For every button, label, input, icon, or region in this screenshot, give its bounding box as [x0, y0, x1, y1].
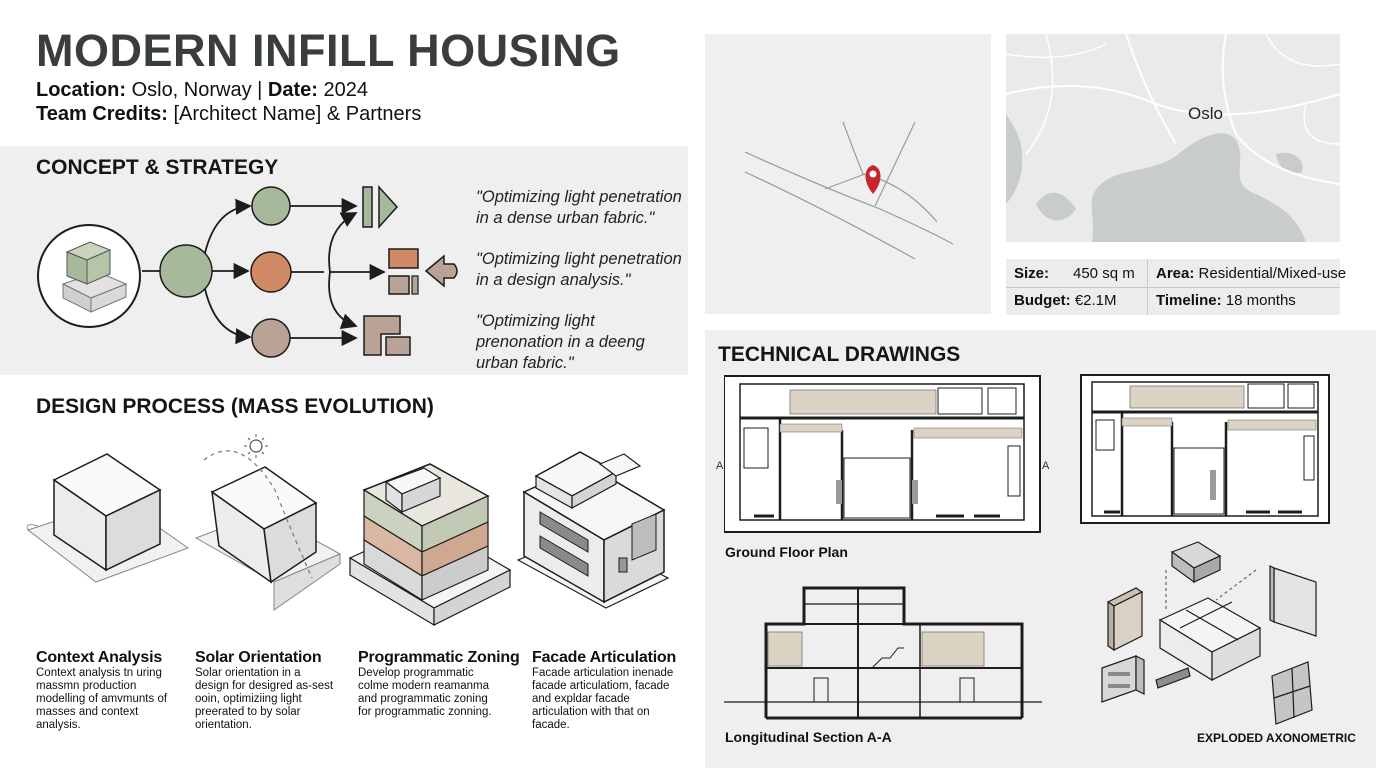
step-text-facade: Facade articulation inenade facade artic…: [532, 667, 674, 731]
date-value: 2024: [323, 79, 368, 101]
timeline-value: 18 months: [1225, 292, 1296, 309]
timeline-stat: Timeline: 18 months: [1156, 293, 1296, 308]
step-title-solar: Solar Orientation: [195, 649, 322, 666]
process-heading: DESIGN PROCESS (MASS EVOLUTION): [36, 395, 434, 418]
timeline-label: Timeline:: [1156, 292, 1222, 309]
city-map: [1006, 34, 1340, 242]
section-marker-left: A: [716, 460, 724, 472]
longitudinal-section-drawing: [724, 586, 1042, 720]
shapes-output-icon: [363, 315, 411, 356]
locator-map: [705, 34, 991, 314]
budget-stat: Budget: €2.1M: [1014, 293, 1117, 308]
step-text-solar: Solar orientation in a design for desigr…: [195, 667, 334, 731]
page-title: MODERN INFILL HOUSING: [36, 25, 621, 76]
step-title-context: Context Analysis: [36, 649, 163, 666]
step-text-context: Context analysis tn uring massmn product…: [36, 667, 168, 731]
concept-diagram: [37, 185, 458, 358]
concept-quote-1: "Optimizing light penetration in a dense…: [476, 188, 682, 227]
blocks-output-icon: [388, 248, 458, 295]
stats-divider: [1147, 259, 1148, 315]
section-marker-right: A: [1042, 460, 1050, 472]
flow-arrow: [328, 271, 358, 329]
green-node-icon: [251, 186, 291, 226]
concept-quote-3: "Optimizing light prenonation in a deeng…: [476, 312, 645, 372]
step-title-zoning: Programmatic Zoning: [358, 649, 520, 666]
step-title-facade: Facade Articulation: [532, 649, 677, 666]
facade-mass-icon: [516, 451, 670, 609]
solar-mass-icon: [194, 434, 342, 611]
concept-heading: CONCEPT & STRATEGY: [36, 156, 279, 179]
branch-arrow: [204, 198, 252, 254]
branch-arrow: [204, 288, 252, 345]
stats-divider: [1006, 287, 1340, 288]
area-value: Residential/Mixed-use: [1198, 265, 1347, 282]
size-label: Size:: [1014, 265, 1050, 282]
city-label: Oslo: [1188, 104, 1223, 123]
zoning-mass-icon: [348, 463, 512, 627]
bars-output-icon: [362, 185, 399, 229]
size-stat: Size:: [1014, 266, 1049, 281]
concept-quote-2: "Optimizing light penetration in a desig…: [476, 250, 682, 289]
technical-heading: TECHNICAL DRAWINGS: [718, 343, 961, 366]
area-label: Area:: [1156, 265, 1195, 282]
team-value: [Architect Name] & Partners: [173, 103, 422, 125]
mass-evolution-diagram: [26, 434, 670, 627]
location-label: Location:: [36, 79, 126, 101]
project-stats-table: Size: 450 sq m Area: Residential/Mixed-u…: [1006, 259, 1346, 315]
location-line: Location: Oslo, Norway | Date: 2024: [36, 80, 368, 100]
location-value: Oslo, Norway |: [131, 79, 263, 101]
flow-arrow: [328, 212, 358, 273]
team-line: Team Credits: [Architect Name] & Partner…: [36, 104, 421, 124]
date-label: Date:: [267, 79, 318, 101]
size-value: 450 sq m: [1073, 265, 1135, 282]
step-text-zoning: Develop programmatic colme modern reaman…: [358, 667, 492, 718]
location-pin-icon: [865, 165, 881, 194]
upper-floor-plan-drawing: [1080, 374, 1330, 524]
context-mass-icon: [26, 453, 190, 583]
budget-label: Budget:: [1014, 292, 1071, 309]
area-stat: Area: Residential/Mixed-use: [1156, 266, 1346, 281]
exploded-label: EXPLODED AXONOMETRIC: [1197, 731, 1356, 745]
ground-floor-label: Ground Floor Plan: [725, 544, 848, 560]
site-icon: [37, 224, 141, 328]
section-label: Longitudinal Section A-A: [725, 729, 892, 745]
taupe-node-icon: [251, 318, 291, 358]
team-label: Team Credits:: [36, 103, 168, 125]
orange-node-icon: [250, 251, 292, 293]
exploded-axonometric-drawing: [1101, 541, 1317, 725]
budget-value: €2.1M: [1074, 292, 1117, 309]
ground-floor-plan-drawing: [724, 375, 1041, 533]
